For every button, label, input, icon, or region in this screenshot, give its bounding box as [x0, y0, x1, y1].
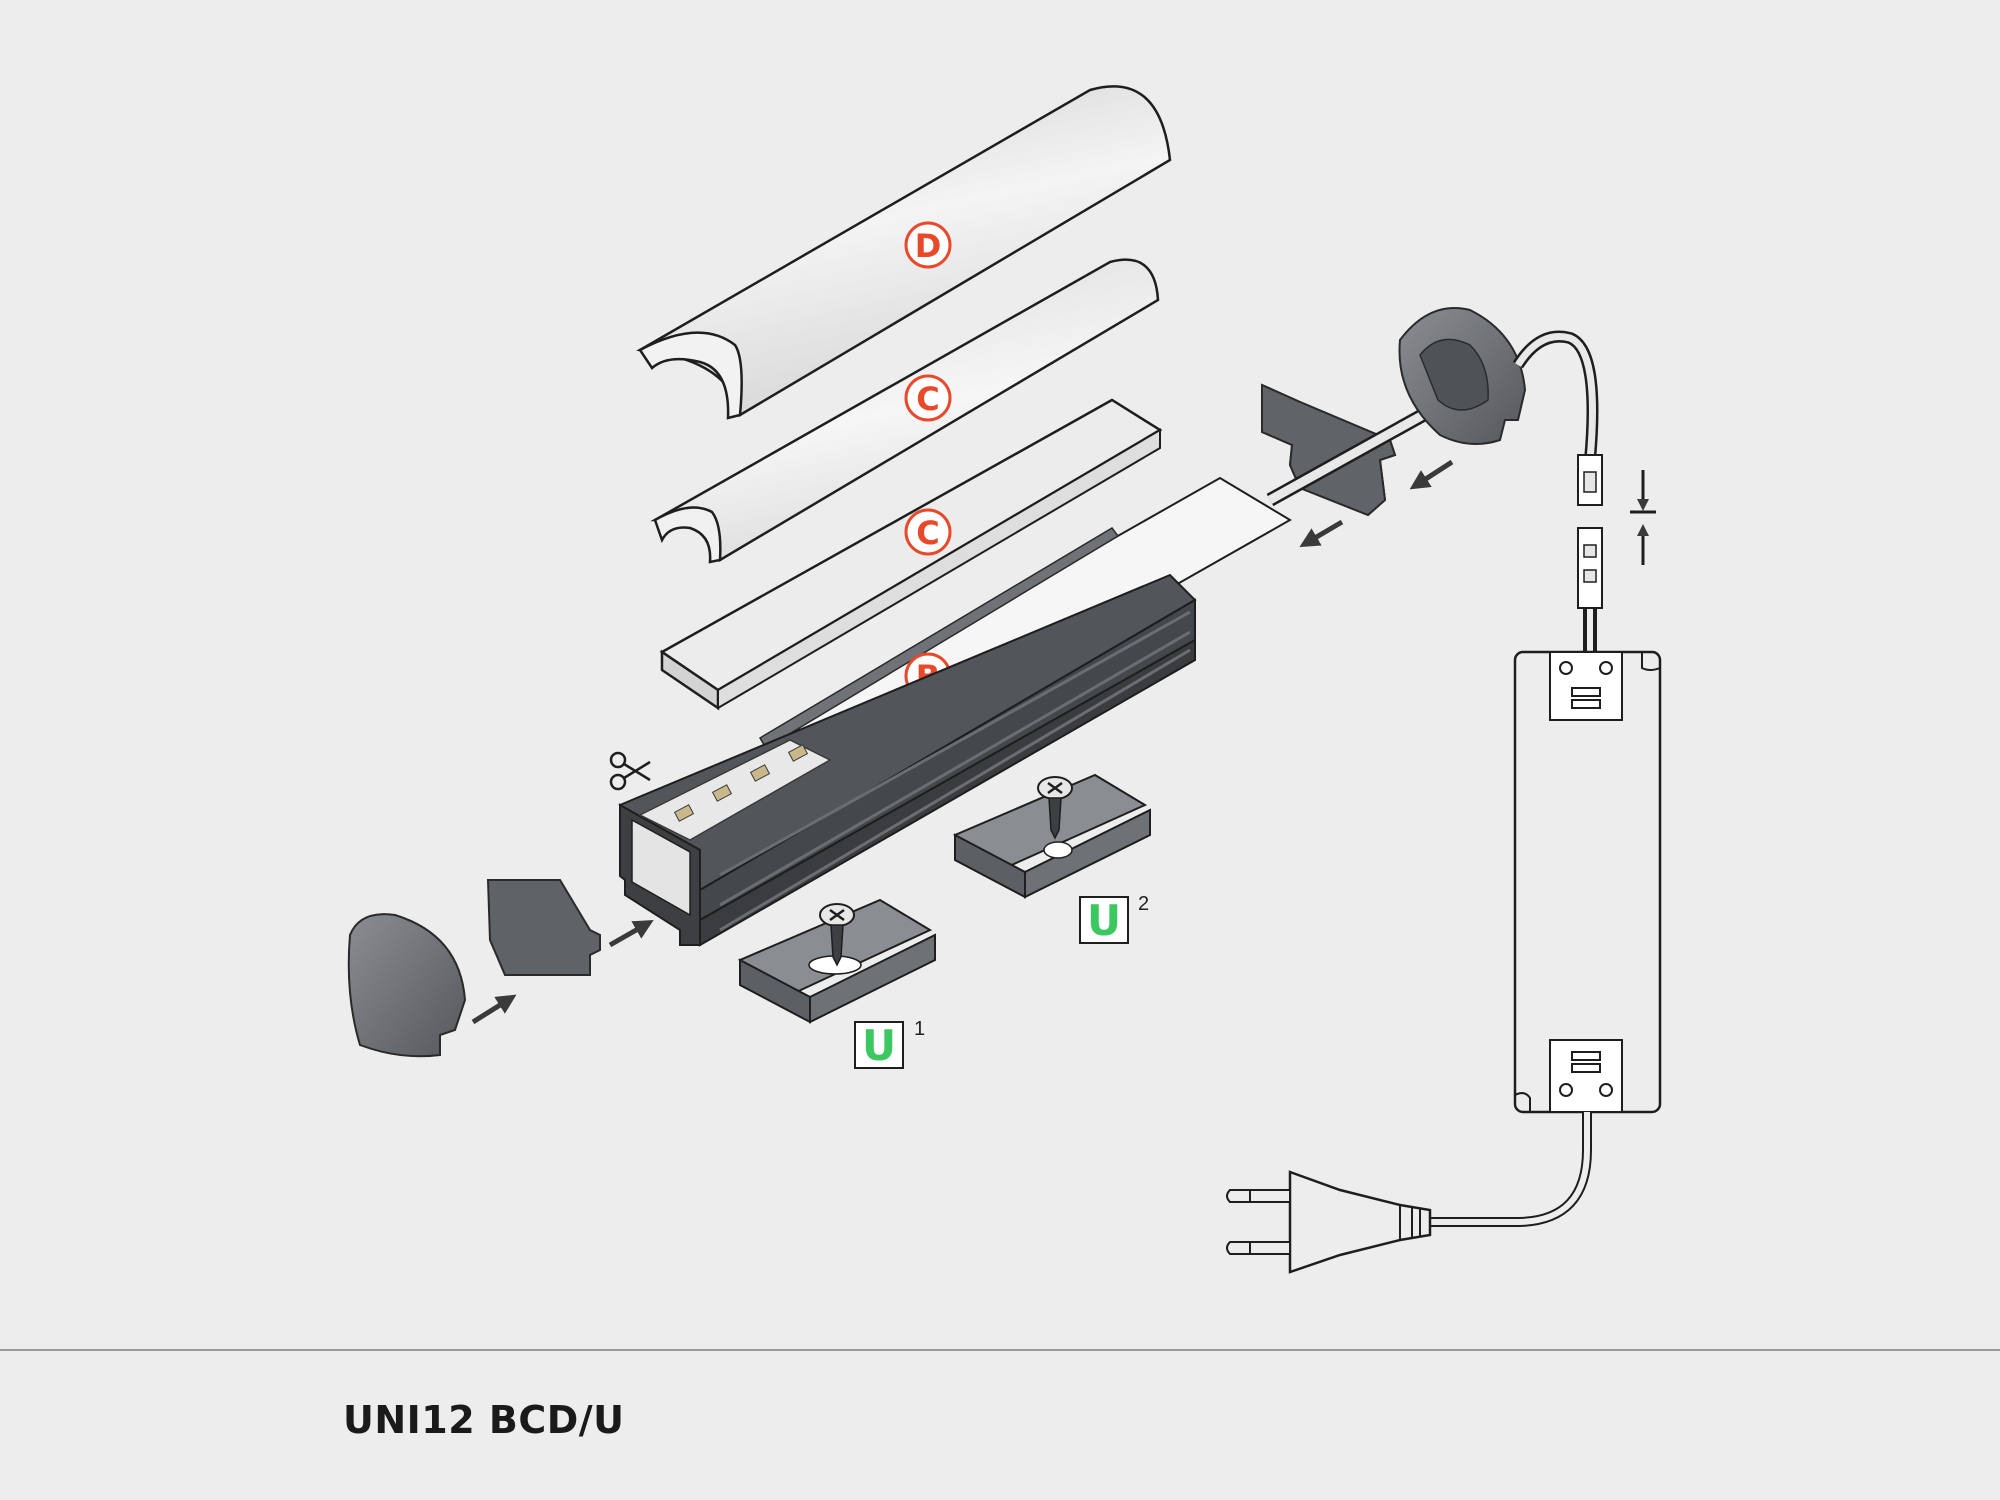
- label-u1-box: [854, 1021, 904, 1069]
- diffuser-mid: C: [650, 258, 1160, 564]
- label-u2: U: [1087, 896, 1121, 945]
- screw-icon: [1037, 776, 1073, 840]
- screw-icon: [819, 903, 855, 967]
- led-chip: [711, 784, 733, 802]
- cable: [1430, 1112, 1590, 1225]
- diffuser-round: D: [636, 85, 1172, 420]
- label-c1: C: [916, 380, 939, 418]
- scissors-icon: [609, 751, 651, 791]
- footer-divider: [0, 1349, 2000, 1351]
- label-u1: U: [862, 1021, 896, 1070]
- label-c1-circle: [904, 374, 952, 422]
- led-chip: [787, 744, 809, 762]
- power-supply: [1513, 650, 1662, 1114]
- led-chip: [749, 764, 771, 782]
- label-c2: C: [916, 514, 939, 552]
- led-chip: [673, 804, 695, 822]
- label-u1-superscript: 1: [914, 1018, 925, 1040]
- arrow-icon: [1409, 459, 1454, 490]
- cable: [1583, 608, 1597, 655]
- diffuser-flat: C: [659, 398, 1163, 711]
- label-c2-circle: [904, 508, 952, 556]
- label-d: D: [915, 227, 942, 265]
- cable: [1515, 333, 1596, 461]
- label-u2-superscript: 2: [1138, 893, 1149, 915]
- end-cap-left: [347, 913, 467, 1058]
- aluminium-profile: [618, 573, 1197, 947]
- power-plug-icon: [1226, 1170, 1432, 1274]
- arrow-icon: [1299, 519, 1344, 548]
- connector-icon: [1577, 454, 1603, 609]
- ps-output-terminal: [1549, 651, 1623, 721]
- cable: [1267, 396, 1453, 504]
- arrow-icon: [471, 994, 517, 1025]
- label-d-circle: [904, 221, 952, 269]
- product-caption: UNI12 BCD/U: [343, 1398, 625, 1442]
- ps-input-terminal: [1549, 1039, 1623, 1113]
- arrow-icon: [608, 920, 654, 948]
- end-plug-insert: [486, 879, 601, 976]
- label-u2-box: [1079, 896, 1129, 944]
- end-cap-right: [1398, 307, 1527, 445]
